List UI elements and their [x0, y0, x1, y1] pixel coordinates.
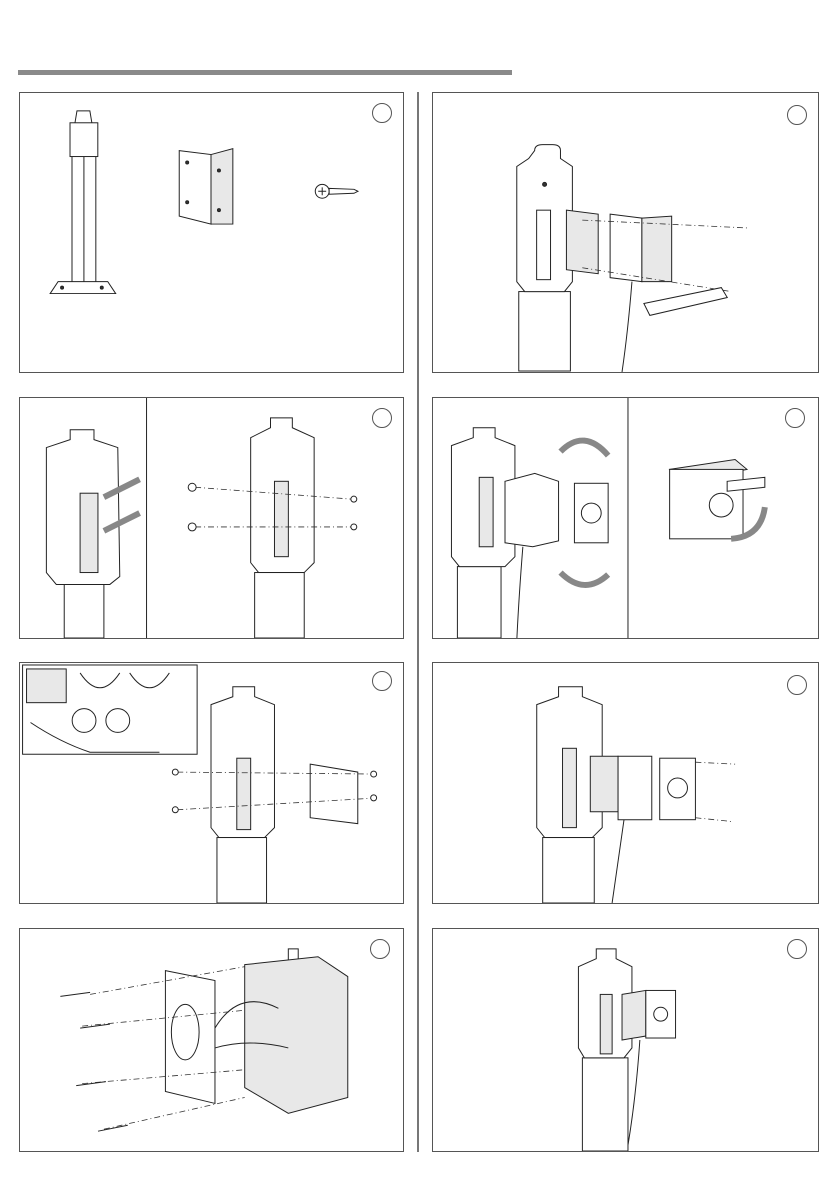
- column-divider: [417, 92, 419, 1152]
- step-number-circle: [370, 939, 390, 959]
- panel-step-6: [432, 662, 819, 904]
- finished-assembly-illustration: [433, 929, 818, 1151]
- header-rule: [18, 70, 512, 75]
- step-number-circle: [785, 408, 805, 428]
- step-number-circle: [372, 103, 392, 123]
- panel-step-2: [432, 92, 819, 373]
- box-mounting-illustration: [433, 93, 818, 372]
- panel-step-7: [19, 928, 404, 1152]
- cover-rotation-illustration: [433, 398, 818, 638]
- step-number-circle: [787, 939, 807, 959]
- pedestal-parts-illustration: [20, 93, 403, 372]
- panel-step-8: [432, 928, 819, 1152]
- step-number-circle: [787, 105, 807, 125]
- step-number-circle: [372, 408, 392, 428]
- socket-plate-illustration: [20, 929, 403, 1151]
- step-number-circle: [372, 671, 392, 691]
- panel-step-1: [19, 92, 404, 373]
- step-number-circle: [787, 675, 807, 695]
- rail-bolting-illustration: [20, 398, 403, 638]
- page-footer: [0, 1180, 160, 1192]
- box-cover-assembly-illustration: [433, 663, 818, 903]
- panel-step-3: [19, 397, 404, 639]
- panel-step-4: [432, 397, 819, 639]
- panel-step-5: [19, 662, 404, 904]
- cover-plate-illustration: [20, 663, 403, 903]
